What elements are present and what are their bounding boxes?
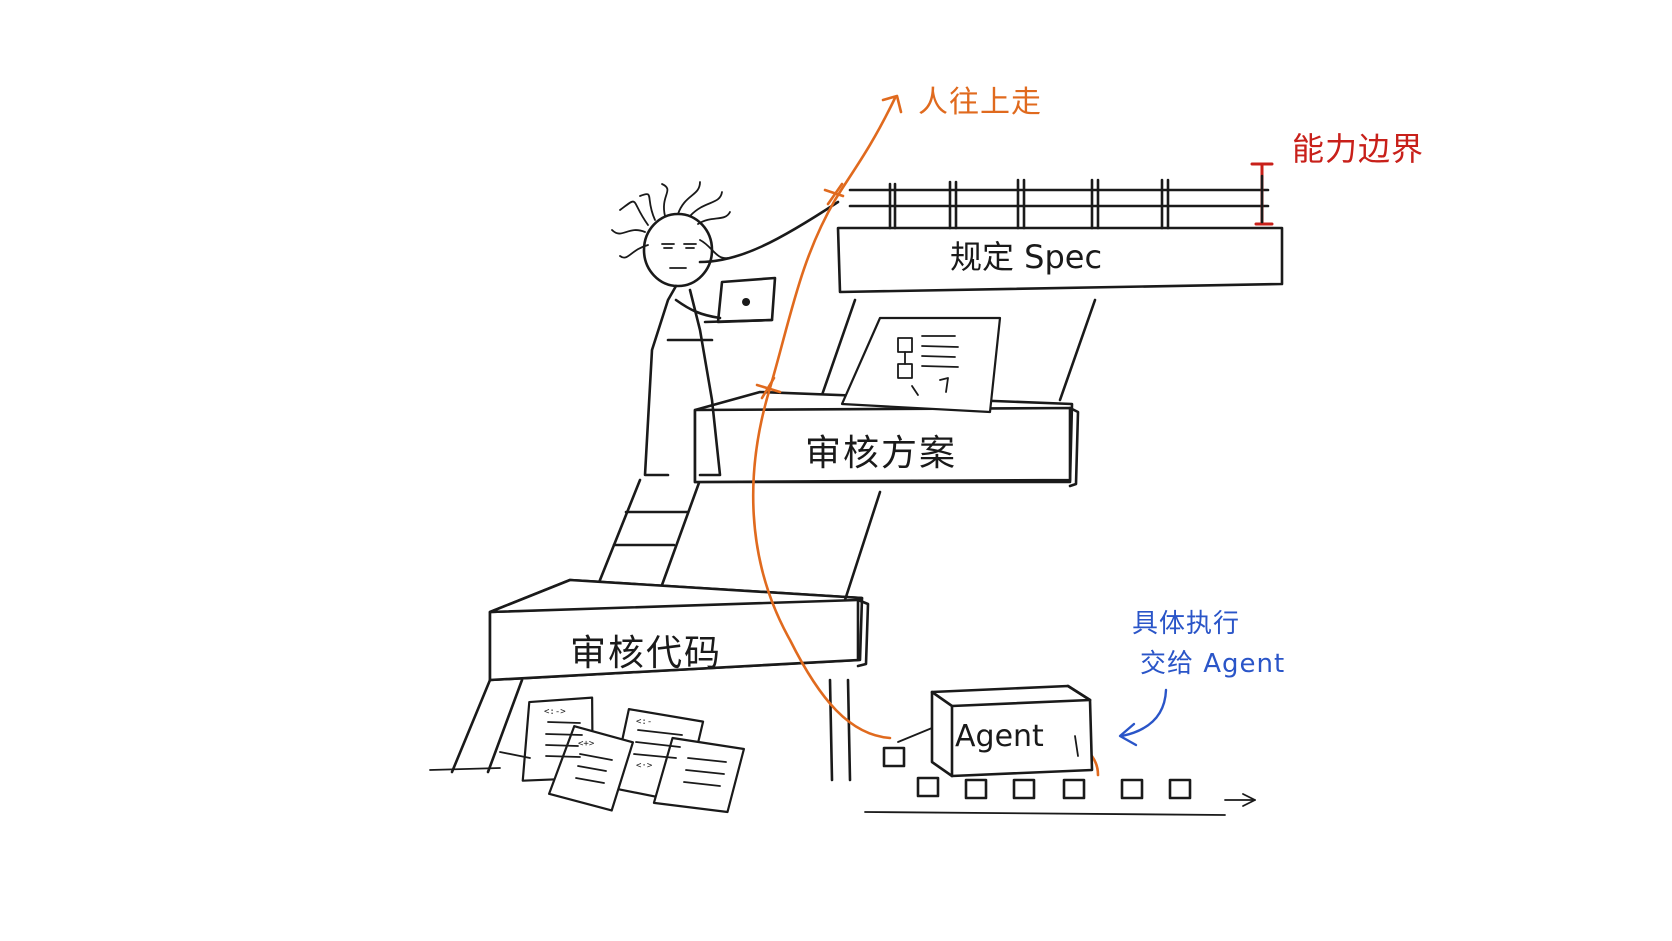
code-lines — [545, 721, 727, 787]
agent-box — [930, 684, 1094, 778]
agent-arms — [882, 727, 1079, 768]
code-mark-3: <+> — [578, 739, 595, 749]
plan-paper — [840, 316, 1002, 414]
delegate-label-line2: 交给 Agent — [1140, 649, 1285, 679]
fence — [848, 178, 1270, 230]
conveyor-items — [916, 776, 1192, 800]
platform-review-plan — [693, 298, 1097, 602]
code-papers: <:-> <:- <+> <·> — [499, 696, 746, 814]
capability-boundary-label: 能力边界 — [1292, 130, 1424, 168]
code-mark-2: <:- — [636, 717, 652, 727]
person — [611, 181, 840, 477]
plan-label: 审核方案 — [805, 433, 957, 474]
code-label: 审核代码 — [570, 633, 722, 674]
platform-spec — [836, 226, 1284, 294]
delegate-arrow — [1118, 688, 1168, 747]
code-mark-1: <:-> — [544, 707, 566, 717]
delegate-label-line1: 具体执行 — [1132, 609, 1240, 639]
move-up-label: 人往上走 — [918, 85, 1042, 120]
spec-label: 规定 Spec — [950, 238, 1102, 276]
agent-label: Agent — [955, 719, 1044, 754]
capability-boundary-marker — [1250, 162, 1274, 226]
platform-review-code — [450, 578, 870, 782]
ladder — [596, 478, 702, 587]
code-mark-4: <·> — [636, 761, 653, 771]
